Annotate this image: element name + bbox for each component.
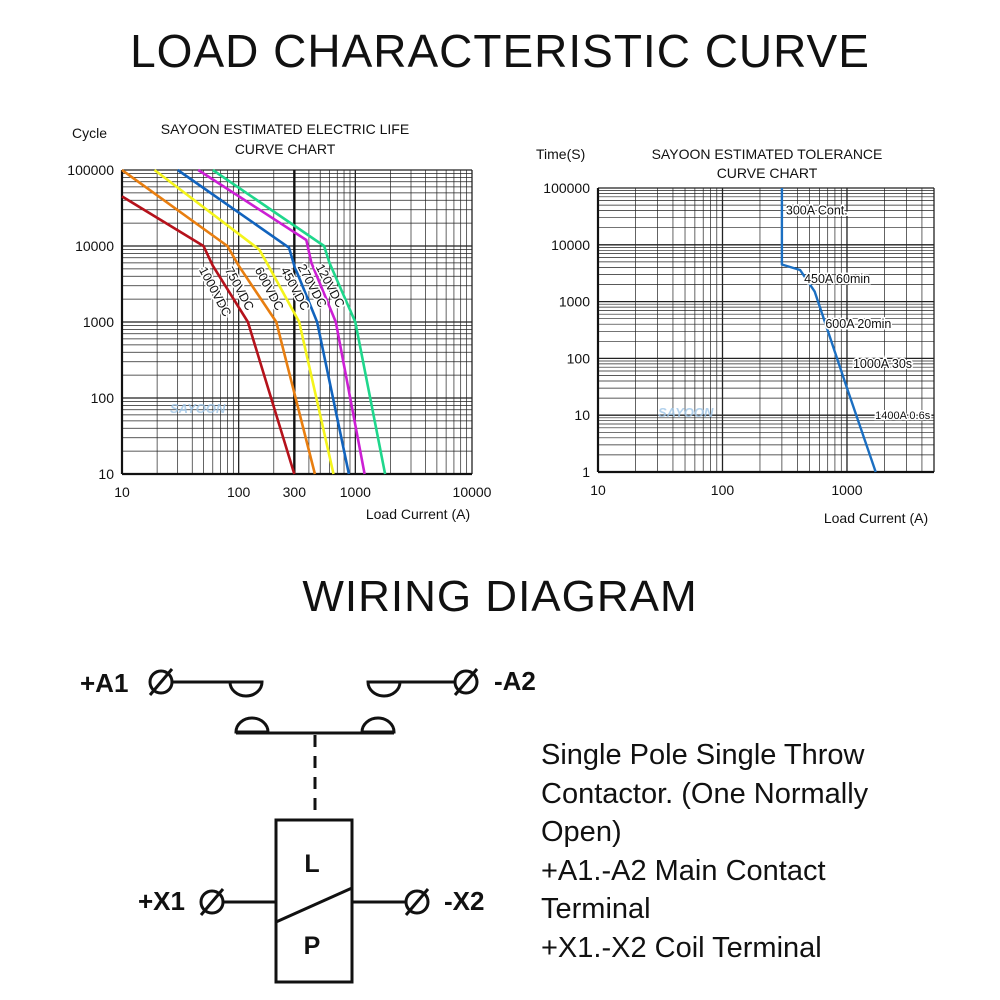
- tolerance-chart: SAYOON 300A Cont. 450A 60min 600A 20min 1000…: [536, 146, 935, 526]
- coil-label-top: L: [304, 850, 319, 878]
- terminal-x2-screw: [404, 889, 430, 915]
- fixed-contact-right: [366, 680, 402, 698]
- description-line: Terminal: [541, 893, 651, 925]
- moving-contact-left: [234, 716, 270, 734]
- wiring-description: Single Pole Single Throw Contactor. (One…: [541, 736, 981, 967]
- life-chart-y-label: Cycle: [72, 125, 107, 141]
- life-chart-x-tick-label: 10: [114, 484, 130, 500]
- tolerance-annotation: 600A 20min: [825, 317, 891, 331]
- series-line-120vdc: [212, 168, 387, 475]
- series-line-600vdc: [153, 168, 335, 475]
- tolerance-annotation: 300A Cont.: [786, 204, 848, 218]
- moving-contact-right: [360, 716, 396, 734]
- tolerance-annotation: 450A 60min: [804, 272, 870, 286]
- tolerance-chart-x-tick-label: 10: [590, 482, 606, 498]
- description-line: +X1.-X2 Coil Terminal: [541, 931, 822, 964]
- fixed-contact-left: [228, 680, 264, 698]
- series-line-450vdc: [176, 168, 351, 475]
- watermark-text: SAYOON: [170, 401, 226, 416]
- tolerance-chart-grid: [596, 187, 935, 474]
- life-chart-grid: [120, 169, 473, 476]
- tolerance-chart-y-tick-label: 100000: [543, 180, 590, 196]
- terminal-label-a1: +A1: [80, 668, 128, 698]
- electric-life-chart: SAYOON1000VDC750VDC600VDC450VDC270VDC120…: [67, 121, 492, 522]
- wiring-diagram-title: WIRING DIAGRAM: [302, 572, 698, 621]
- description-line: Single Pole Single Throw: [541, 739, 865, 771]
- tolerance-chart-title-line: CURVE CHART: [717, 165, 818, 181]
- tolerance-chart-y-tick-label: 100: [567, 350, 591, 366]
- life-chart-title-line: SAYOON ESTIMATED ELECTRIC LIFE: [161, 121, 409, 137]
- tolerance-chart-title-line: SAYOON ESTIMATED TOLERANCE: [652, 146, 883, 162]
- coil-diagonal: [275, 886, 353, 924]
- life-chart-x-tick-label: 1000: [340, 484, 371, 500]
- life-chart-x-tick-label: 300: [283, 484, 307, 500]
- tolerance-chart-y-label: Time(S): [536, 146, 585, 162]
- tolerance-chart-y-tick-label: 1: [582, 464, 590, 480]
- terminal-label-a2: -A2: [494, 666, 536, 696]
- life-chart-title-line: CURVE CHART: [235, 141, 336, 157]
- page-title: LOAD CHARACTERISTIC CURVE: [130, 25, 870, 77]
- life-chart-x-tick-label: 10000: [453, 484, 492, 500]
- life-chart-y-tick-label: 100000: [67, 162, 114, 178]
- tolerance-chart-y-tick-label: 10000: [551, 237, 590, 253]
- watermark-text: SAYOON: [658, 405, 714, 420]
- coil-label-bottom: P: [304, 932, 321, 960]
- life-chart-x-tick-label: 100: [227, 484, 251, 500]
- series-line-270vdc: [197, 168, 366, 475]
- tolerance-curve: [780, 188, 877, 473]
- terminal-a2-screw: [453, 669, 479, 695]
- life-chart-y-tick-label: 10000: [75, 238, 114, 254]
- series-line-1000vdc: [121, 195, 296, 475]
- terminal-label-x1: +X1: [138, 886, 185, 916]
- life-chart-x-label: Load Current (A): [366, 506, 470, 522]
- tolerance-chart-x-tick-label: 100: [711, 482, 735, 498]
- series-line-750vdc: [121, 168, 317, 475]
- description-line: Open): [541, 816, 622, 848]
- life-chart-y-tick-label: 1000: [83, 314, 114, 330]
- terminal-label-x2: -X2: [444, 886, 484, 916]
- tolerance-chart-x-tick-label: 1000: [831, 482, 862, 498]
- tolerance-chart-y-tick-label: 1000: [559, 294, 590, 310]
- life-chart-y-tick-label: 10: [98, 466, 114, 482]
- life-chart-y-tick-label: 100: [91, 390, 115, 406]
- description-line: Contactor. (One Normally: [541, 777, 869, 810]
- tolerance-chart-x-label: Load Current (A): [824, 510, 928, 526]
- wiring-diagram: +A1 -A2 L P +X1 -X2: [80, 666, 536, 984]
- tolerance-annotation: 1000A 30s: [853, 357, 912, 371]
- description-line: +A1.-A2 Main Contact: [541, 854, 826, 887]
- tolerance-annotation: 1400A 0.6s: [875, 410, 931, 422]
- tolerance-chart-y-tick-label: 10: [574, 407, 590, 423]
